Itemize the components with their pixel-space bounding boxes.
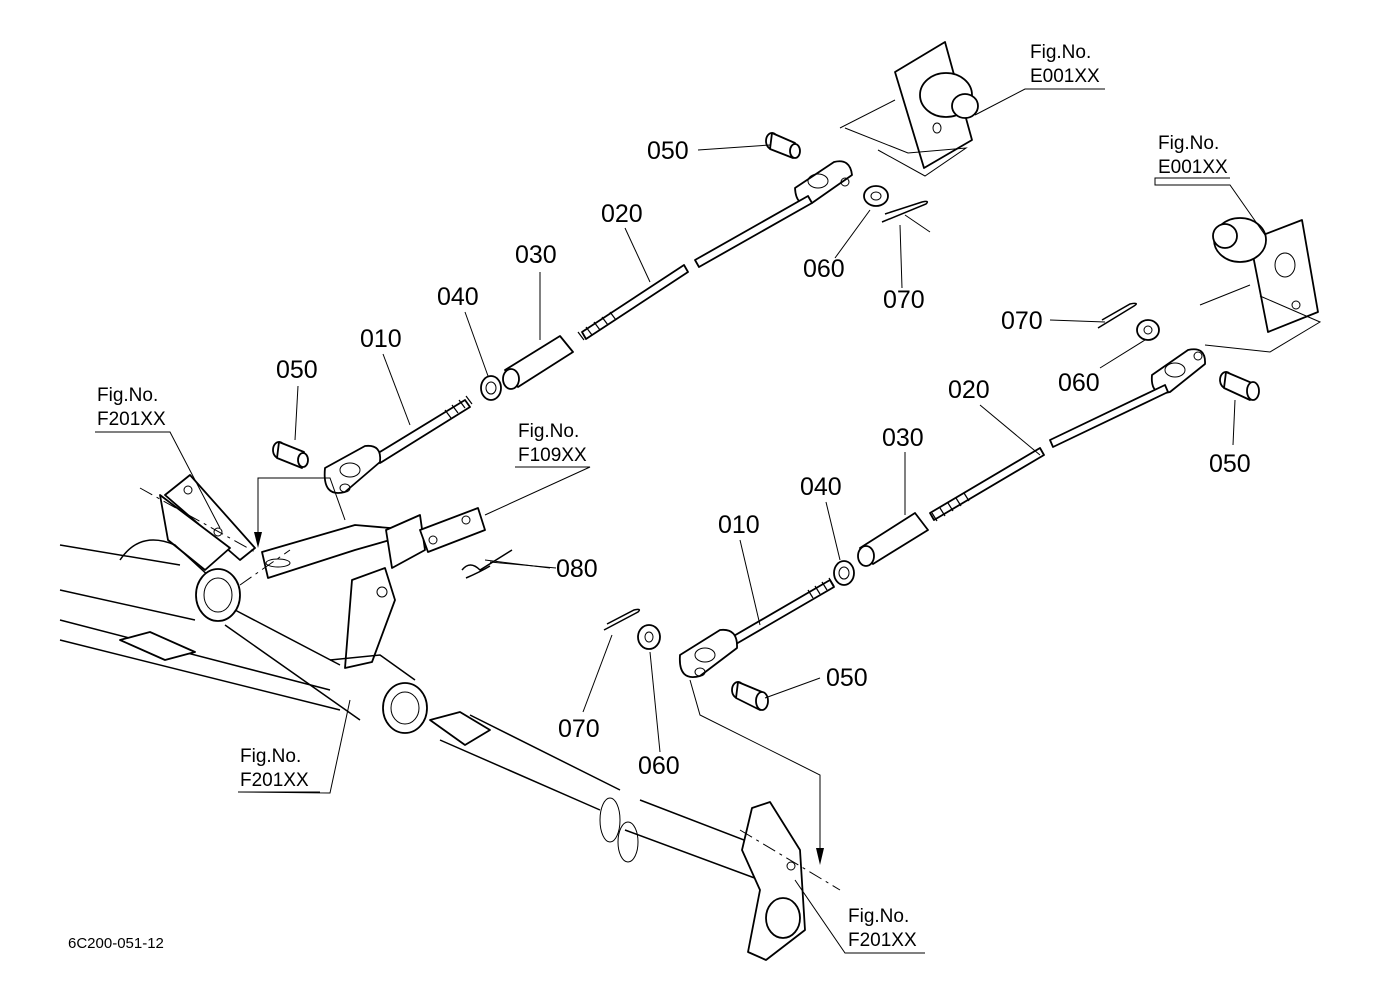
fig-ref-f201-left: Fig.No. F201XX — [97, 385, 166, 430]
fig-ref-e001-right: Fig.No. E001XX — [1158, 133, 1228, 178]
document-code: 6C200-051-12 — [68, 935, 164, 952]
fig-ref-line2: F201XX — [97, 409, 166, 430]
clevis-pin-left — [272, 441, 309, 469]
frame-assembly — [59, 474, 771, 881]
fig-ref-f109: Fig.No. F109XX — [518, 421, 587, 466]
washer-top — [863, 185, 889, 207]
callout-040: 040 — [437, 283, 479, 311]
callout-080: 080 — [556, 555, 598, 583]
washer-lower — [637, 624, 661, 650]
callout-070: 070 — [1001, 307, 1043, 335]
callout-020: 020 — [948, 376, 990, 404]
callout-050: 050 — [826, 664, 868, 692]
fig-ref-line2: E001XX — [1158, 157, 1228, 178]
callout-060: 060 — [803, 255, 845, 283]
callout-030: 030 — [515, 241, 557, 269]
turnbuckle-right — [857, 512, 929, 567]
fig-ref-line2: E001XX — [1030, 66, 1100, 87]
fig-ref-line2: F201XX — [848, 930, 917, 951]
lock-nut-top — [480, 375, 502, 401]
rod-end-top — [323, 395, 473, 494]
leader-lines — [95, 88, 1266, 954]
engine-bracket-right — [1199, 217, 1322, 353]
fig-ref-line1: Fig.No. — [1030, 42, 1091, 63]
fig-ref-line1: Fig.No. — [518, 421, 579, 442]
callout-070: 070 — [558, 715, 600, 743]
clevis-pin-lower — [731, 681, 769, 711]
engine-bracket-top — [839, 41, 979, 177]
fig-ref-f201-mid: Fig.No. F201XX — [240, 746, 309, 791]
lower-rod-assembly — [603, 217, 1322, 711]
rod-top — [577, 195, 813, 341]
fig-ref-line2: F201XX — [240, 770, 309, 791]
fig-ref-line1: Fig.No. — [848, 906, 909, 927]
callout-040: 040 — [800, 473, 842, 501]
fig-ref-line2: F109XX — [518, 445, 587, 466]
bottom-plate — [739, 801, 841, 961]
callout-010: 010 — [360, 325, 402, 353]
rod-clevis-right — [1150, 348, 1206, 394]
split-pin-right — [1097, 302, 1137, 329]
clevis-pin-top — [765, 132, 801, 159]
cotter-pin — [461, 549, 551, 579]
callout-060: 060 — [1058, 369, 1100, 397]
fig-ref-e001-top: Fig.No. E001XX — [1030, 42, 1100, 87]
turnbuckle-top — [502, 335, 574, 390]
split-pin-lower — [603, 608, 641, 631]
fig-ref-f201-bottom: Fig.No. F201XX — [848, 906, 917, 951]
callout-030: 030 — [882, 424, 924, 452]
fig-ref-line1: Fig.No. — [240, 746, 301, 767]
callout-070: 070 — [883, 286, 925, 314]
split-pin-top — [881, 200, 931, 233]
callout-050: 050 — [276, 356, 318, 384]
upper-rod-assembly — [261, 41, 979, 669]
rod-right — [929, 384, 1169, 522]
lever-bracket — [261, 507, 486, 669]
rod-clevis-top — [794, 160, 853, 205]
washer-right — [1136, 319, 1160, 341]
fig-ref-line1: Fig.No. — [97, 385, 158, 406]
callout-020: 020 — [601, 200, 643, 228]
callout-010: 010 — [718, 511, 760, 539]
callout-050: 050 — [1209, 450, 1251, 478]
callout-060: 060 — [638, 752, 680, 780]
callout-050: 050 — [647, 137, 689, 165]
lock-nut-right — [833, 560, 855, 586]
clevis-pin-right — [1219, 371, 1260, 401]
fig-ref-line1: Fig.No. — [1158, 133, 1219, 154]
rod-end-right — [678, 577, 835, 678]
